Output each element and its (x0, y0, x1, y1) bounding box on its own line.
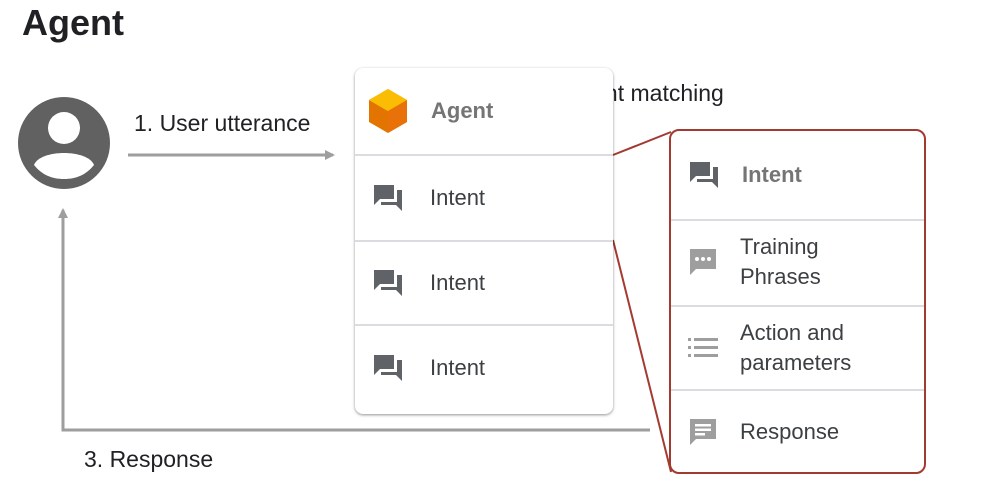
intent-list-item-label: Intent (430, 355, 486, 380)
intent-list-item-label: Intent (430, 185, 486, 210)
account-circle-icon (18, 97, 110, 189)
response-item[interactable]: Response (671, 391, 924, 472)
intent-detail-title: Intent (742, 162, 802, 187)
list-icon (688, 338, 718, 357)
forum-icon (374, 185, 402, 211)
intent-list-item[interactable]: Intent (355, 326, 613, 410)
intent-list-item[interactable]: Intent (355, 156, 613, 240)
expand-line-top (612, 131, 672, 156)
intent-detail-card: Intent Training Phrases Action and param… (669, 129, 926, 474)
intent-list-item-label: Intent (430, 270, 486, 295)
agent-card-title: Agent (431, 98, 494, 123)
agent-card: Agent Intent Intent Intent (355, 68, 613, 414)
response-arrow (58, 208, 650, 432)
training-phrases-label-line2: Phrases (740, 264, 821, 289)
divider (355, 154, 613, 156)
action-parameters-item[interactable]: Action and parameters (671, 307, 924, 389)
divider (355, 324, 613, 326)
forum-icon (374, 270, 402, 296)
page-title: Agent (22, 2, 124, 43)
divider (671, 305, 924, 307)
response-label: Response (740, 418, 840, 444)
divider (671, 389, 924, 391)
action-parameters-label-line2: parameters (740, 350, 852, 375)
step-user-utterance-label: 1. User utterance (134, 110, 311, 136)
training-phrases-item[interactable]: Training Phrases (671, 221, 924, 303)
forum-icon (374, 355, 402, 381)
intent-detail-header: Intent (671, 131, 924, 219)
step-response-label: 3. Response (84, 446, 214, 472)
expand-line-bottom (612, 239, 672, 473)
agent-card-header: Agent (355, 68, 613, 154)
sms-icon (690, 249, 716, 275)
divider (355, 240, 613, 242)
forum-icon (690, 162, 718, 188)
training-phrases-label-line1: Training (740, 234, 819, 259)
divider (671, 219, 924, 221)
intent-list-item[interactable]: Intent (355, 242, 613, 324)
action-parameters-label-line1: Action and (740, 320, 844, 345)
dialogflow-logo-icon (369, 89, 407, 133)
message-icon (690, 418, 716, 445)
